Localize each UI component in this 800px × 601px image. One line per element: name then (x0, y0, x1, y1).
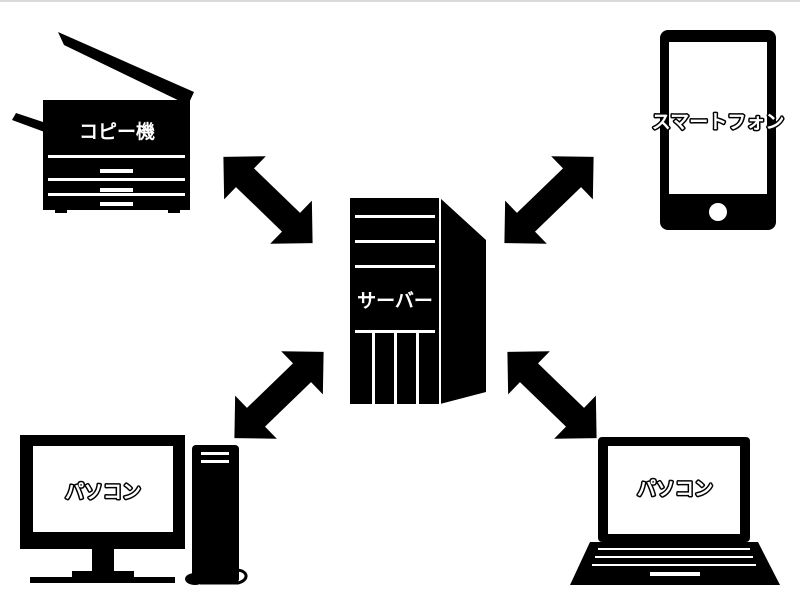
server-icon (350, 198, 486, 404)
laptop-pc-label: パソコン (637, 478, 713, 500)
copier-icon (12, 32, 194, 213)
desktop-pc-label: パソコン (65, 481, 141, 503)
laptop-pc-icon (570, 437, 780, 585)
smartphone-label: スマートフォン (652, 111, 784, 133)
desktop-pc-icon (20, 435, 248, 585)
top-border (0, 0, 800, 2)
arrow-smartphone-server (504, 156, 594, 244)
arrow-desktop-server (234, 351, 324, 439)
arrow-copier-server (223, 156, 313, 244)
arrow-laptop-server (507, 351, 597, 439)
server-label: サーバー (357, 290, 433, 312)
smartphone-icon (660, 30, 776, 230)
copier-label: コピー機 (79, 120, 155, 143)
